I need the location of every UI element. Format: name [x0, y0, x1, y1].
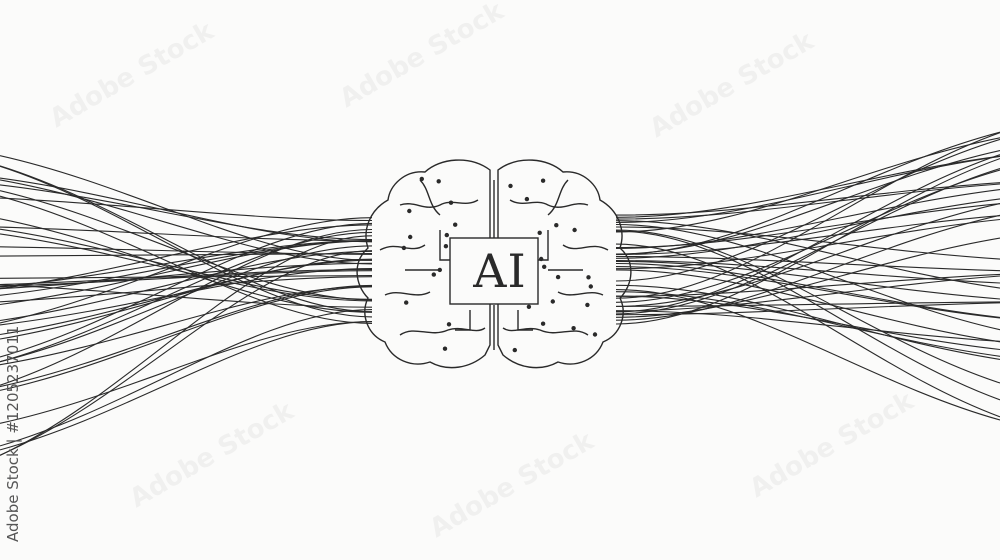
wires-right: [615, 131, 1000, 421]
wire: [615, 214, 1000, 321]
circuit-node: [407, 208, 412, 214]
wire: [615, 260, 1000, 300]
wire: [0, 259, 373, 336]
wire: [0, 197, 373, 222]
wire: [615, 182, 1000, 216]
brain-circuit-icon: [356, 159, 632, 369]
circuit-node: [524, 196, 530, 202]
wire: [615, 220, 1000, 289]
wire: [0, 218, 373, 313]
wire: [615, 302, 1000, 316]
circuit-node: [571, 326, 576, 331]
wire: [615, 310, 1000, 342]
wire: [0, 309, 373, 447]
wire: [615, 158, 1000, 325]
wire: [615, 132, 1000, 299]
circuit-node: [540, 178, 546, 183]
wire: [0, 190, 373, 301]
wire: [0, 246, 373, 255]
circuit-node: [539, 256, 544, 262]
wire: [615, 229, 1000, 384]
circuit-node: [550, 299, 555, 304]
circuit-node: [540, 321, 546, 326]
wire: [615, 203, 1000, 249]
circuit-node: [512, 347, 517, 353]
wire: [615, 149, 1000, 255]
circuit-node: [508, 183, 513, 189]
wire: [0, 184, 373, 241]
wire: [615, 284, 1000, 360]
wire: [615, 289, 1000, 421]
wire: [615, 255, 1000, 272]
circuit-node: [404, 300, 409, 305]
wire: [0, 284, 373, 388]
circuit-node: [537, 230, 542, 235]
wire: [615, 269, 1000, 343]
circuit-node: [448, 200, 454, 205]
circuit-node: [592, 332, 598, 337]
wire: [0, 224, 373, 290]
circuit-node: [542, 264, 547, 269]
circuit-node: [443, 244, 449, 249]
wire: [615, 167, 1000, 315]
circuit-node: [431, 272, 436, 277]
wire: [0, 231, 373, 363]
wire: [0, 245, 373, 363]
wire: [615, 218, 1000, 270]
circuit-node: [436, 179, 441, 184]
circuit-node: [585, 302, 590, 308]
circuit-node: [526, 304, 532, 309]
wire: [0, 262, 373, 290]
wire: [615, 215, 1000, 256]
wire: [0, 226, 373, 242]
wire: [0, 228, 373, 386]
wire: [615, 273, 1000, 297]
wire: [615, 262, 1000, 318]
wire: [0, 155, 373, 261]
circuit-node: [446, 322, 452, 327]
wire: [0, 274, 373, 279]
wire: [0, 195, 373, 324]
wire: [0, 179, 373, 265]
stock-id-label: Adobe Stock | #1205237011: [4, 325, 22, 542]
circuit-node: [437, 267, 442, 273]
wire: [0, 276, 373, 303]
wire: [0, 217, 373, 324]
circuit-nodes: [401, 176, 598, 353]
wire: [615, 202, 1000, 307]
wire: [615, 138, 1000, 282]
wire: [0, 321, 373, 451]
wire: [0, 268, 373, 286]
wire: [615, 154, 1000, 313]
ai-center-text: AI: [473, 244, 527, 298]
circuit-node: [588, 284, 593, 289]
circuit-node: [572, 227, 577, 233]
wire: [0, 286, 373, 391]
circuit-node: [586, 275, 591, 280]
wire: [615, 260, 1000, 284]
circuit-node: [555, 274, 561, 280]
wire: [0, 228, 373, 300]
circuit-node: [401, 245, 407, 251]
circuit-node: [444, 232, 449, 238]
wire: [0, 320, 373, 424]
wire: [0, 284, 373, 308]
circuit-node: [453, 222, 458, 227]
circuit-node: [419, 176, 424, 182]
wire: [0, 235, 373, 456]
circuit-node: [408, 234, 413, 240]
wire: [615, 198, 1000, 259]
wire: [615, 155, 1000, 224]
wire: [615, 230, 1000, 401]
circuit-node: [554, 223, 559, 228]
circuit-node: [442, 346, 448, 351]
wires-left: [0, 155, 373, 456]
